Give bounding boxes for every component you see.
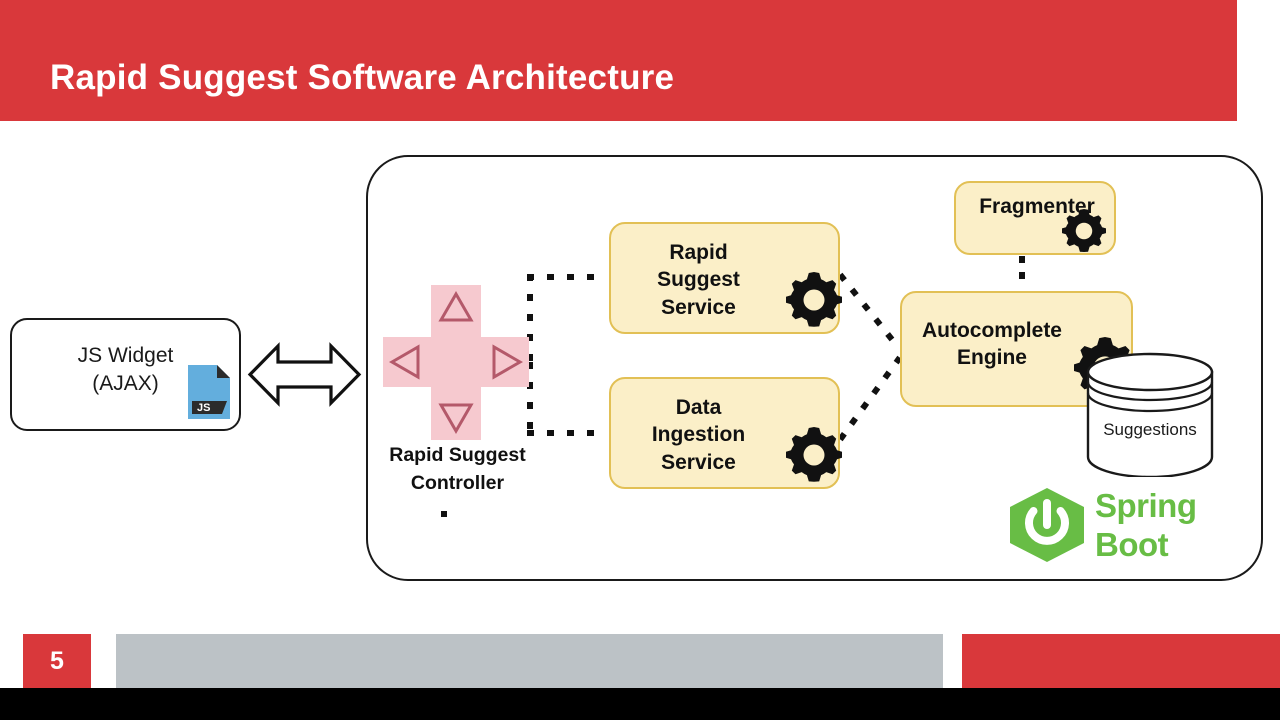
spring-boot-leaf-icon	[1010, 488, 1084, 562]
rapid-suggest-controller-label: Rapid Suggest Controller	[389, 444, 526, 494]
suggestions-database-label: Suggestions	[1103, 420, 1197, 439]
svg-text:JS: JS	[197, 402, 210, 414]
bidirectional-arrow-icon	[247, 342, 362, 407]
js-file-icon: JS	[188, 365, 230, 419]
spring-boot-logo: Spring Boot	[1006, 487, 1228, 563]
footer-red-bar	[962, 634, 1280, 688]
js-widget-label: JS Widget (AJAX)	[77, 344, 174, 395]
footer-page-badge: 5	[23, 634, 91, 688]
spring-boot-wordmark: Spring Boot	[1095, 487, 1197, 563]
fragmenter-box: Fragmenter	[954, 181, 1116, 255]
rapid-suggest-controller: Rapid Suggest Controller	[383, 285, 543, 525]
gear-icon	[786, 427, 842, 482]
controller-anchor-dot	[441, 511, 447, 517]
page-number: 5	[50, 646, 64, 675]
rapid-suggest-service-box: Rapid Suggest Service	[609, 222, 842, 334]
gear-icon	[786, 272, 842, 327]
footer-black-strip	[0, 688, 1280, 720]
autocomplete-engine-label: Autocomplete Engine	[921, 319, 1062, 370]
footer-gray-bar	[116, 634, 943, 688]
page-title: Rapid Suggest Software Architecture	[50, 58, 675, 97]
controller-right-arrow-icon	[492, 344, 524, 380]
system-boundary	[366, 155, 1263, 581]
controller-down-arrow-icon	[438, 403, 474, 435]
connector-data-ingestion-to-autocomplete	[837, 355, 903, 442]
controller-up-arrow-icon	[438, 290, 474, 322]
gear-icon	[1062, 209, 1106, 253]
fragmenter-label: Fragmenter	[979, 195, 1095, 218]
title-banner	[0, 0, 1237, 121]
connector-rapid-suggest-to-autocomplete	[837, 272, 903, 352]
controller-cross-icon	[383, 285, 529, 440]
controller-left-arrow-icon	[388, 344, 420, 380]
rapid-suggest-service-label: Rapid Suggest Service	[657, 241, 740, 319]
suggestions-database-icon	[1086, 352, 1214, 477]
data-ingestion-service-label: Data Ingestion Service	[651, 396, 746, 474]
data-ingestion-service-box: Data Ingestion Service	[609, 377, 842, 489]
